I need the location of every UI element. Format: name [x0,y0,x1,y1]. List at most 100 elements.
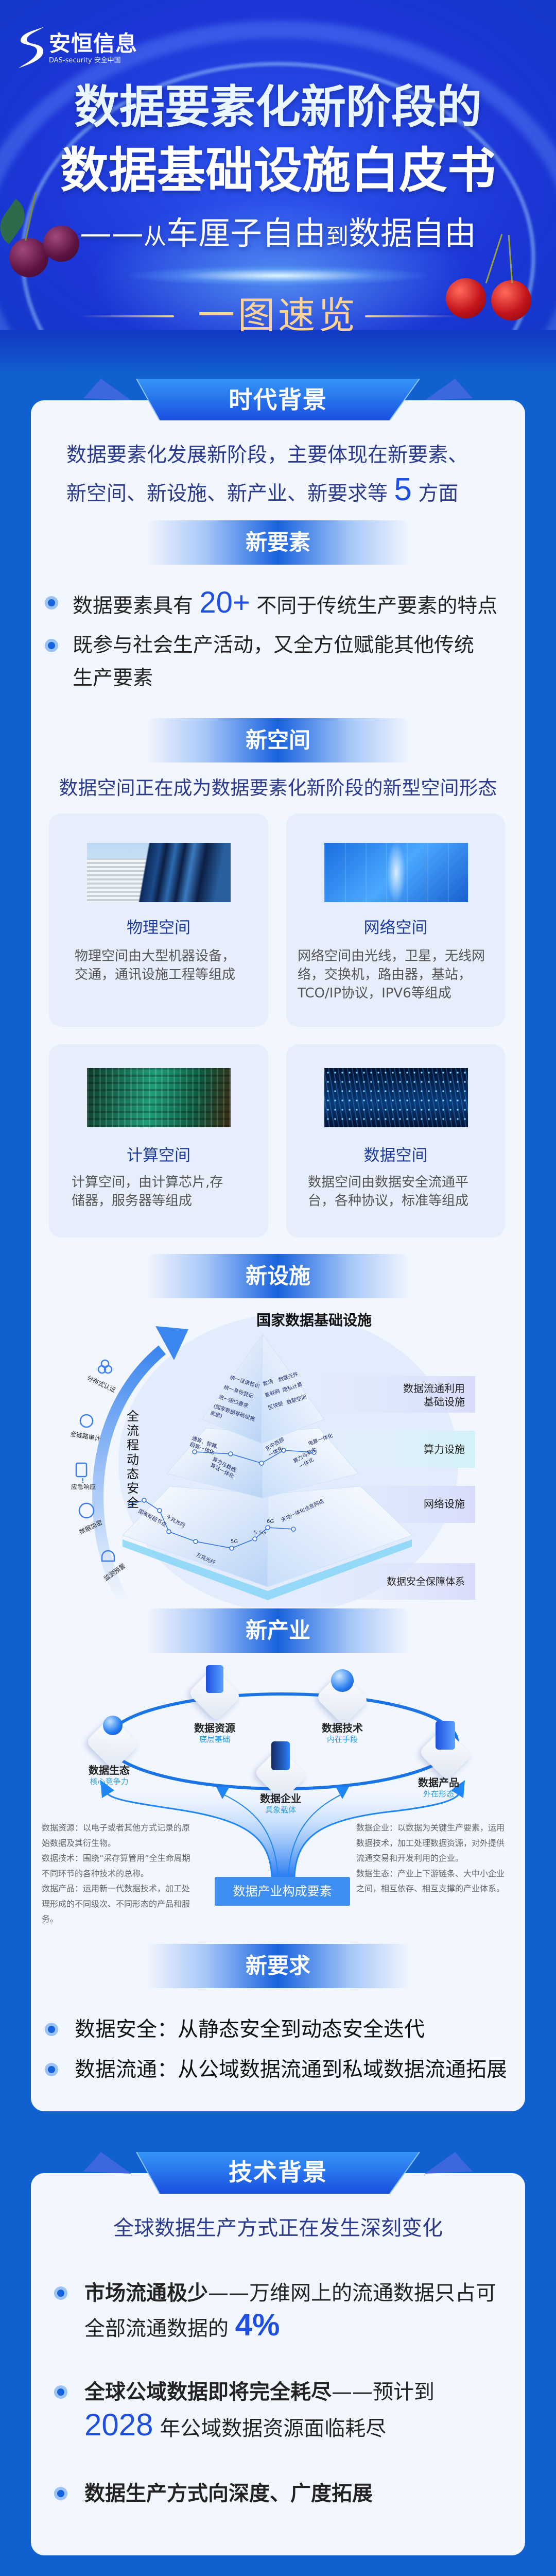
section-tab [83,379,473,421]
card-title: 计算空间 [127,1146,190,1165]
space-card-data: 数据空间 数据空间由数据安全流通平台，各种协议，标准等组成 [286,1044,505,1238]
tech-bullet-2: 全球公域数据即将完全耗尽——预计到 2028 年公域数据资源面临耗尽 [84,2376,445,2445]
bullet-text: 年公域数据资源面临耗尽 [160,2417,387,2441]
brand-tagline: DAS-security 安全中国 [49,57,121,64]
bullet-dot-icon [45,596,58,609]
buildings-image [87,843,231,902]
overview-heading: 一图速览 [197,294,358,337]
intro-number: 5 [394,472,412,507]
bullet-dot-icon [45,639,58,652]
subtitle-dash: —— [79,214,144,252]
tech-bullet-3: 数据生产方式向深度、广度拓展 [84,2482,373,2505]
band-label: 数据流通利用 [403,1382,465,1395]
alert-monitor-icon [101,1550,115,1562]
node-data-resource: 数据资源底层基础 [173,1722,256,1744]
node-data-technology: 数据技术内在手段 [301,1722,384,1744]
band-label: 基础设施 [424,1396,465,1408]
code-image [87,1068,231,1127]
card-desc: 网络空间由光线，卫星，无线网络，交换机，路由器，基站，TCO/IP协议，IPV6… [298,948,485,1001]
subtitle-from: 从 [143,224,166,250]
node-data-ecosystem: 数据生态核心竞争力 [68,1764,150,1787]
hero-subtitle: ——从车厘子自由到数据自由 [0,214,556,257]
globe-icon [331,1669,354,1692]
security-item-label: 分布式认证 [86,1374,117,1394]
definition-item: 数据生态：产业上下游链条、大中小企业之间，相互依存、相互支撑的产业体系。 [356,1868,505,1894]
divider-line [365,315,458,317]
definition-item: 数据技术：围绕“采存算管用”全生命周期不同环节的各种技术的总称。 [42,1853,190,1878]
arrow-icon [451,1780,465,1798]
infrastructure-pyramid-diagram: 数据流通利用 基础设施 算力设施 网络设施 数据安全保障体系 ! 分布式认证 全… [70,1314,475,1607]
node-role: 外在形态 [423,1789,454,1799]
layer-label: 5.5G [254,1530,266,1536]
security-item-label: 全链路审计 [70,1430,101,1443]
layer-label: 6G [267,1519,274,1524]
subtitle-b: 数据自由 [349,214,477,252]
node-name: 数据生态 [89,1764,130,1776]
server-icon [271,1741,290,1770]
emergency-doc-icon [75,1462,88,1478]
section-tab [83,2152,473,2194]
node-name: 数据企业 [260,1792,301,1805]
node-name: 数据技术 [322,1722,363,1734]
fiber-image [324,1068,468,1127]
bullet-bold: 全球公域数据即将完全耗尽 [84,2380,332,2404]
node-name: 数据资源 [194,1722,235,1734]
network-node-icon [103,1716,123,1735]
arrow-icon [100,1780,114,1798]
svg-text:!: ! [81,1477,84,1484]
new-facilities-heading: 新设施 [147,1254,409,1298]
pyramid-title: 国家数据基础设施 [256,1312,372,1329]
node-role: 具象载体 [265,1805,296,1815]
node-name: 数据产品 [418,1776,459,1789]
pyramid-layer-network: 国家枢纽节点 千兆光网 万兆光纤 5G 5.5G 6G 天地一体化信息网络 [122,1486,412,1600]
card-desc: 计算空间，由计算芯片,存储器，服务器等组成 [72,1175,223,1209]
subtitle-to: 到 [326,224,349,250]
era-title: 时代背景 [229,386,327,414]
brand-name: 安恒信息 [49,31,138,56]
security-arc [92,1345,166,1605]
cherry-icon [446,278,486,318]
tech-title: 技术背景 [229,2158,327,2186]
bullet-dot-icon [54,2385,67,2399]
card-title: 数据空间 [363,1146,428,1165]
tech-background-card [31,2173,525,2555]
space-card-network: 网络空间 网络空间由光线，卫星，无线网络，交换机，路由器，基站，TCO/IP协议… [286,814,505,1027]
definition-item: 数据产品：运用新一代数据技术，加工处理形成的不同级次、不同形态的产品和服务。 [42,1884,190,1924]
node-role: 底层基础 [199,1735,230,1744]
bullet-dot-icon [54,2286,67,2300]
definition-item: 数据资源：以电子或者其他方式记录的原始数据及其衍生物。 [42,1823,190,1848]
requirement-bullet: 数据安全：从静态安全到动态安全迭代 [75,2018,425,2041]
cherry-icon [9,238,48,277]
bullet-number: 2028 [84,2408,153,2442]
bullet-dot-icon [45,2063,58,2076]
cherry-icon [491,280,531,320]
node-role: 核心竞争力 [90,1777,129,1786]
new-space-subtitle: 数据空间正在成为数据要素化新阶段的新型空间形态 [59,777,497,799]
definitions-left: 数据资源：以电子或者其他方式记录的原始数据及其衍生物。 数据技术：围绕“采存算管… [42,1820,196,1927]
divider-line [81,315,174,317]
era-intro: 数据要素化发展新阶段，主要体现在新要素、新空间、新设施、新产业、新要求等 5 方… [66,438,478,511]
new-space-heading: 新空间 [147,718,409,762]
bullet-dot-icon [45,2023,58,2036]
definitions-right: 数据企业：以数据为关键生产要素，运用数据技术，加工处理数据资源，对外提供流通交易… [356,1820,511,1896]
card-desc: 物理空间由大型机器设备，交通，通讯设施工程等组成 [75,948,236,982]
card-desc: 数据空间由数据安全流通平台，各种协议，标准等组成 [308,1175,469,1209]
new-requirements-heading: 新要求 [147,1944,409,1988]
requirement-bullet: 数据流通：从公域数据流通到私域数据流通拓展 [75,2058,507,2081]
layer-label: 5G [231,1539,238,1545]
bullet-text: 数据要素具有 [73,595,194,618]
bullet-text: ——预计到 [332,2380,435,2404]
card-title: 物理空间 [127,919,190,937]
hero-title-line2: 数据基础设施白皮书 [60,143,496,199]
card-title: 网络空间 [363,919,428,937]
arrow-icon [336,1787,349,1799]
bullet-text: 不同于传统生产要素的特点 [256,595,498,618]
dna-image [324,843,468,902]
band-label: 网络设施 [424,1498,465,1510]
space-card-compute: 计算空间 计算空间，由计算芯片,存储器，服务器等组成 [49,1044,268,1238]
band-label: 数据安全保障体系 [387,1576,465,1587]
arc-arrow-icon [155,1326,188,1360]
security-arc-label: 全流程动态安全 [127,1409,139,1510]
tech-bullet-1: 市场流通极少——万维网上的流通数据只占可全部流通数据的 4% [84,2277,501,2345]
bullet-bold: 市场流通极少 [84,2281,208,2305]
